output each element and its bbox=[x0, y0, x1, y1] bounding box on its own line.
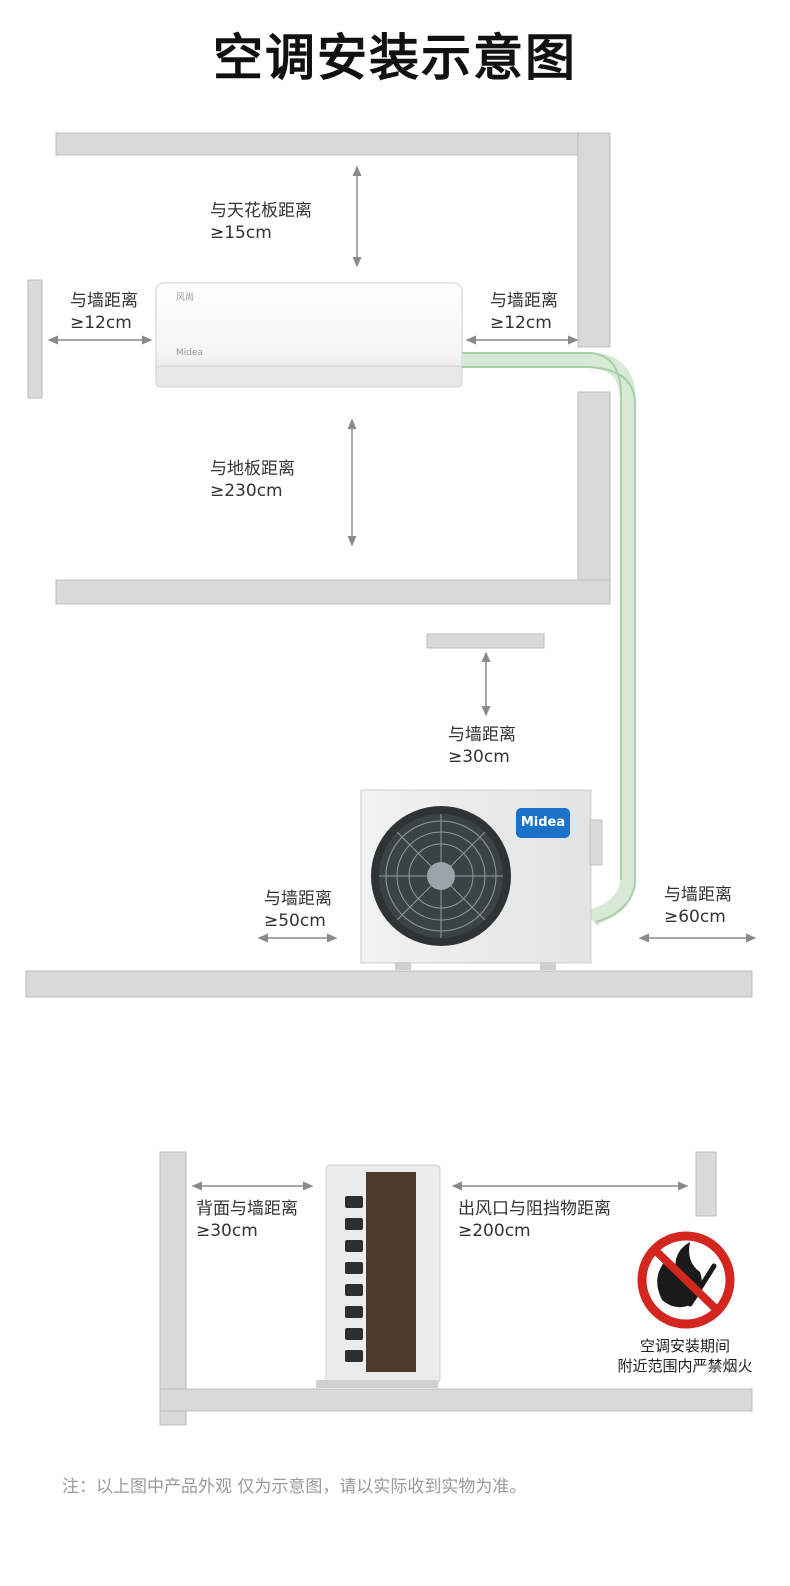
page-title: 空调安装示意图 bbox=[213, 29, 577, 87]
outdoor-left-gap-label: 与墙距离≥50cm bbox=[264, 889, 332, 931]
side-right-obstacle bbox=[695, 1151, 717, 1217]
floor-wall bbox=[55, 579, 611, 605]
floor-gap-label: 与地板距离≥230cm bbox=[210, 459, 295, 501]
outdoor-logo: Midea bbox=[516, 808, 570, 838]
outdoor-top-obstacle bbox=[426, 633, 545, 649]
fire-warning-text: 空调安装期间附近范围内严禁烟火 bbox=[617, 1337, 753, 1375]
indoor-series-mark: 风尚 bbox=[176, 293, 195, 303]
room-walls bbox=[27, 132, 611, 605]
side-left-wall bbox=[159, 1151, 187, 1426]
side-outlet-gap-label: 出风口与阻挡物距离≥200cm bbox=[458, 1199, 611, 1241]
side-floor bbox=[159, 1388, 753, 1412]
outdoor-right-gap-label: 与墙距离≥60cm bbox=[664, 885, 732, 927]
ground bbox=[25, 970, 753, 998]
indoor-unit bbox=[155, 282, 463, 388]
refrigerant-pipe bbox=[462, 352, 636, 927]
left-wall-stub bbox=[27, 279, 43, 399]
indoor-logo: Midea bbox=[176, 348, 204, 358]
no-fire-sign-icon bbox=[637, 1231, 735, 1329]
right-wall-lower bbox=[577, 391, 611, 605]
right-wall-upper bbox=[577, 132, 611, 348]
ceiling-wall bbox=[55, 132, 611, 156]
indoor-left-gap-label: 与墙距离≥12cm bbox=[70, 291, 138, 333]
outdoor-unit-side bbox=[316, 1164, 441, 1388]
disclaimer-note: 注：以上图中产品外观 仅为示意图，请以实际收到实物为准。 bbox=[62, 1477, 527, 1497]
outdoor-top-gap-label: 与墙距离≥30cm bbox=[448, 725, 516, 767]
indoor-right-gap-label: 与墙距离≥12cm bbox=[490, 291, 558, 333]
ceiling-gap-label: 与天花板距离≥15cm bbox=[210, 201, 312, 243]
side-back-gap-label: 背面与墙距离≥30cm bbox=[196, 1199, 298, 1241]
